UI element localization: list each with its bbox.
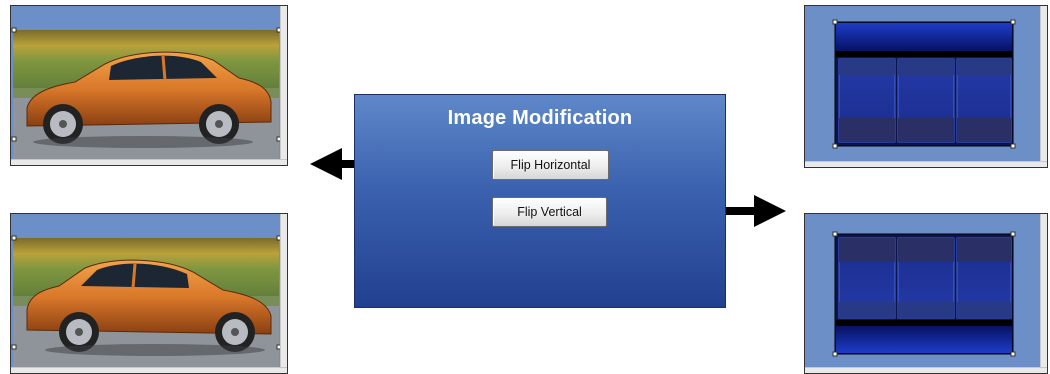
layout-flipped-vertical-thumbnail bbox=[804, 213, 1048, 374]
selection-handle[interactable] bbox=[832, 19, 838, 25]
selection-handle[interactable] bbox=[832, 231, 838, 237]
selection-handle[interactable] bbox=[832, 143, 838, 149]
car-flipped-horizontal-thumbnail bbox=[10, 213, 288, 374]
flip-vertical-button[interactable]: Flip Vertical bbox=[492, 197, 607, 227]
layout-original-thumbnail bbox=[804, 5, 1048, 168]
selection-handle[interactable] bbox=[1010, 351, 1016, 357]
selection-handle[interactable] bbox=[11, 344, 17, 350]
panel-title: Image Modification bbox=[447, 107, 633, 129]
car-image-flipped bbox=[13, 238, 279, 373]
image-modification-panel: Image Modification Flip Horizontal Flip … bbox=[354, 94, 726, 308]
vertical-scrollbar[interactable] bbox=[1040, 6, 1047, 167]
vertical-scrollbar[interactable] bbox=[280, 6, 287, 165]
selection-handle[interactable] bbox=[11, 235, 17, 241]
flip-horizontal-button[interactable]: Flip Horizontal bbox=[492, 150, 609, 180]
car-original-thumbnail bbox=[10, 5, 288, 166]
horizontal-scrollbar[interactable] bbox=[805, 161, 1047, 167]
horizontal-scrollbar[interactable] bbox=[11, 159, 287, 165]
selection-handle[interactable] bbox=[11, 27, 17, 33]
horizontal-scrollbar[interactable] bbox=[11, 367, 287, 373]
selection-handle[interactable] bbox=[11, 136, 17, 142]
vertical-scrollbar[interactable] bbox=[280, 214, 287, 373]
car-image bbox=[13, 30, 279, 165]
selection-handle[interactable] bbox=[1010, 19, 1016, 25]
selection-handle[interactable] bbox=[1010, 231, 1016, 237]
selection-handle[interactable] bbox=[832, 351, 838, 357]
horizontal-scrollbar[interactable] bbox=[805, 367, 1047, 373]
selection-handle[interactable] bbox=[1010, 143, 1016, 149]
layout-image bbox=[834, 21, 1014, 147]
layout-image-flipped bbox=[834, 233, 1014, 355]
vertical-scrollbar[interactable] bbox=[1040, 214, 1047, 373]
